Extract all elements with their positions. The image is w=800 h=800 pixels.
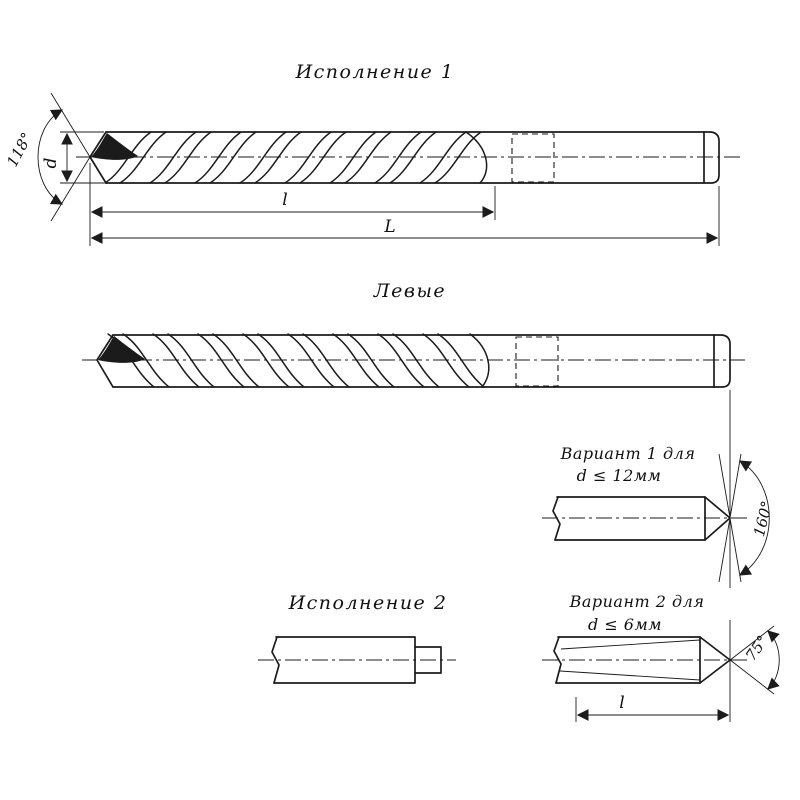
point-angle-label: 75° — [742, 632, 772, 664]
overall-length-dimension: L — [90, 186, 720, 246]
variant1-title-line1: Вариант 1 для — [560, 444, 696, 463]
version2-drawing: Исполнение 2 — [258, 592, 456, 684]
point-angle-label: 118° — [3, 129, 36, 169]
flute-length-label: l — [282, 190, 287, 210]
drill-point-face — [98, 336, 145, 363]
ground-flat-lines — [559, 639, 701, 681]
length-dimension: l — [575, 620, 731, 722]
diameter-dimension: d — [41, 131, 104, 184]
shank-angle-label: 160° — [750, 499, 776, 538]
shank-angle-dimension: 160° — [718, 453, 776, 583]
variant2-title-line1: Вариант 2 для — [569, 592, 705, 611]
variant2-drawing: Вариант 2 для d ≤ 6мм 75° l — [542, 592, 780, 722]
variant1-drawing: Вариант 1 для d ≤ 12мм 160° — [542, 444, 776, 583]
variant2-title-line2: d ≤ 6мм — [588, 615, 662, 634]
hidden-flat — [515, 336, 559, 387]
break-line — [552, 496, 561, 541]
overall-length-label: L — [383, 217, 395, 237]
drill-version1: Исполнение 1 — [3, 61, 740, 246]
variant1-title-line2: d ≤ 12мм — [577, 466, 662, 485]
length-label: l — [619, 693, 624, 713]
drill-point-face — [91, 133, 138, 160]
flutes-right-hand — [104, 131, 488, 184]
break-line — [271, 636, 280, 684]
diameter-label: d — [41, 157, 61, 168]
break-line — [553, 636, 562, 684]
drill-left-hand: Левые — [82, 280, 745, 588]
version1-title: Исполнение 1 — [295, 61, 455, 83]
version2-title: Исполнение 2 — [288, 592, 448, 614]
hidden-flat — [511, 133, 555, 183]
left-hand-title: Левые — [373, 280, 446, 302]
flutes-left-hand — [107, 333, 490, 388]
flute-length-dimension: l — [89, 163, 496, 246]
